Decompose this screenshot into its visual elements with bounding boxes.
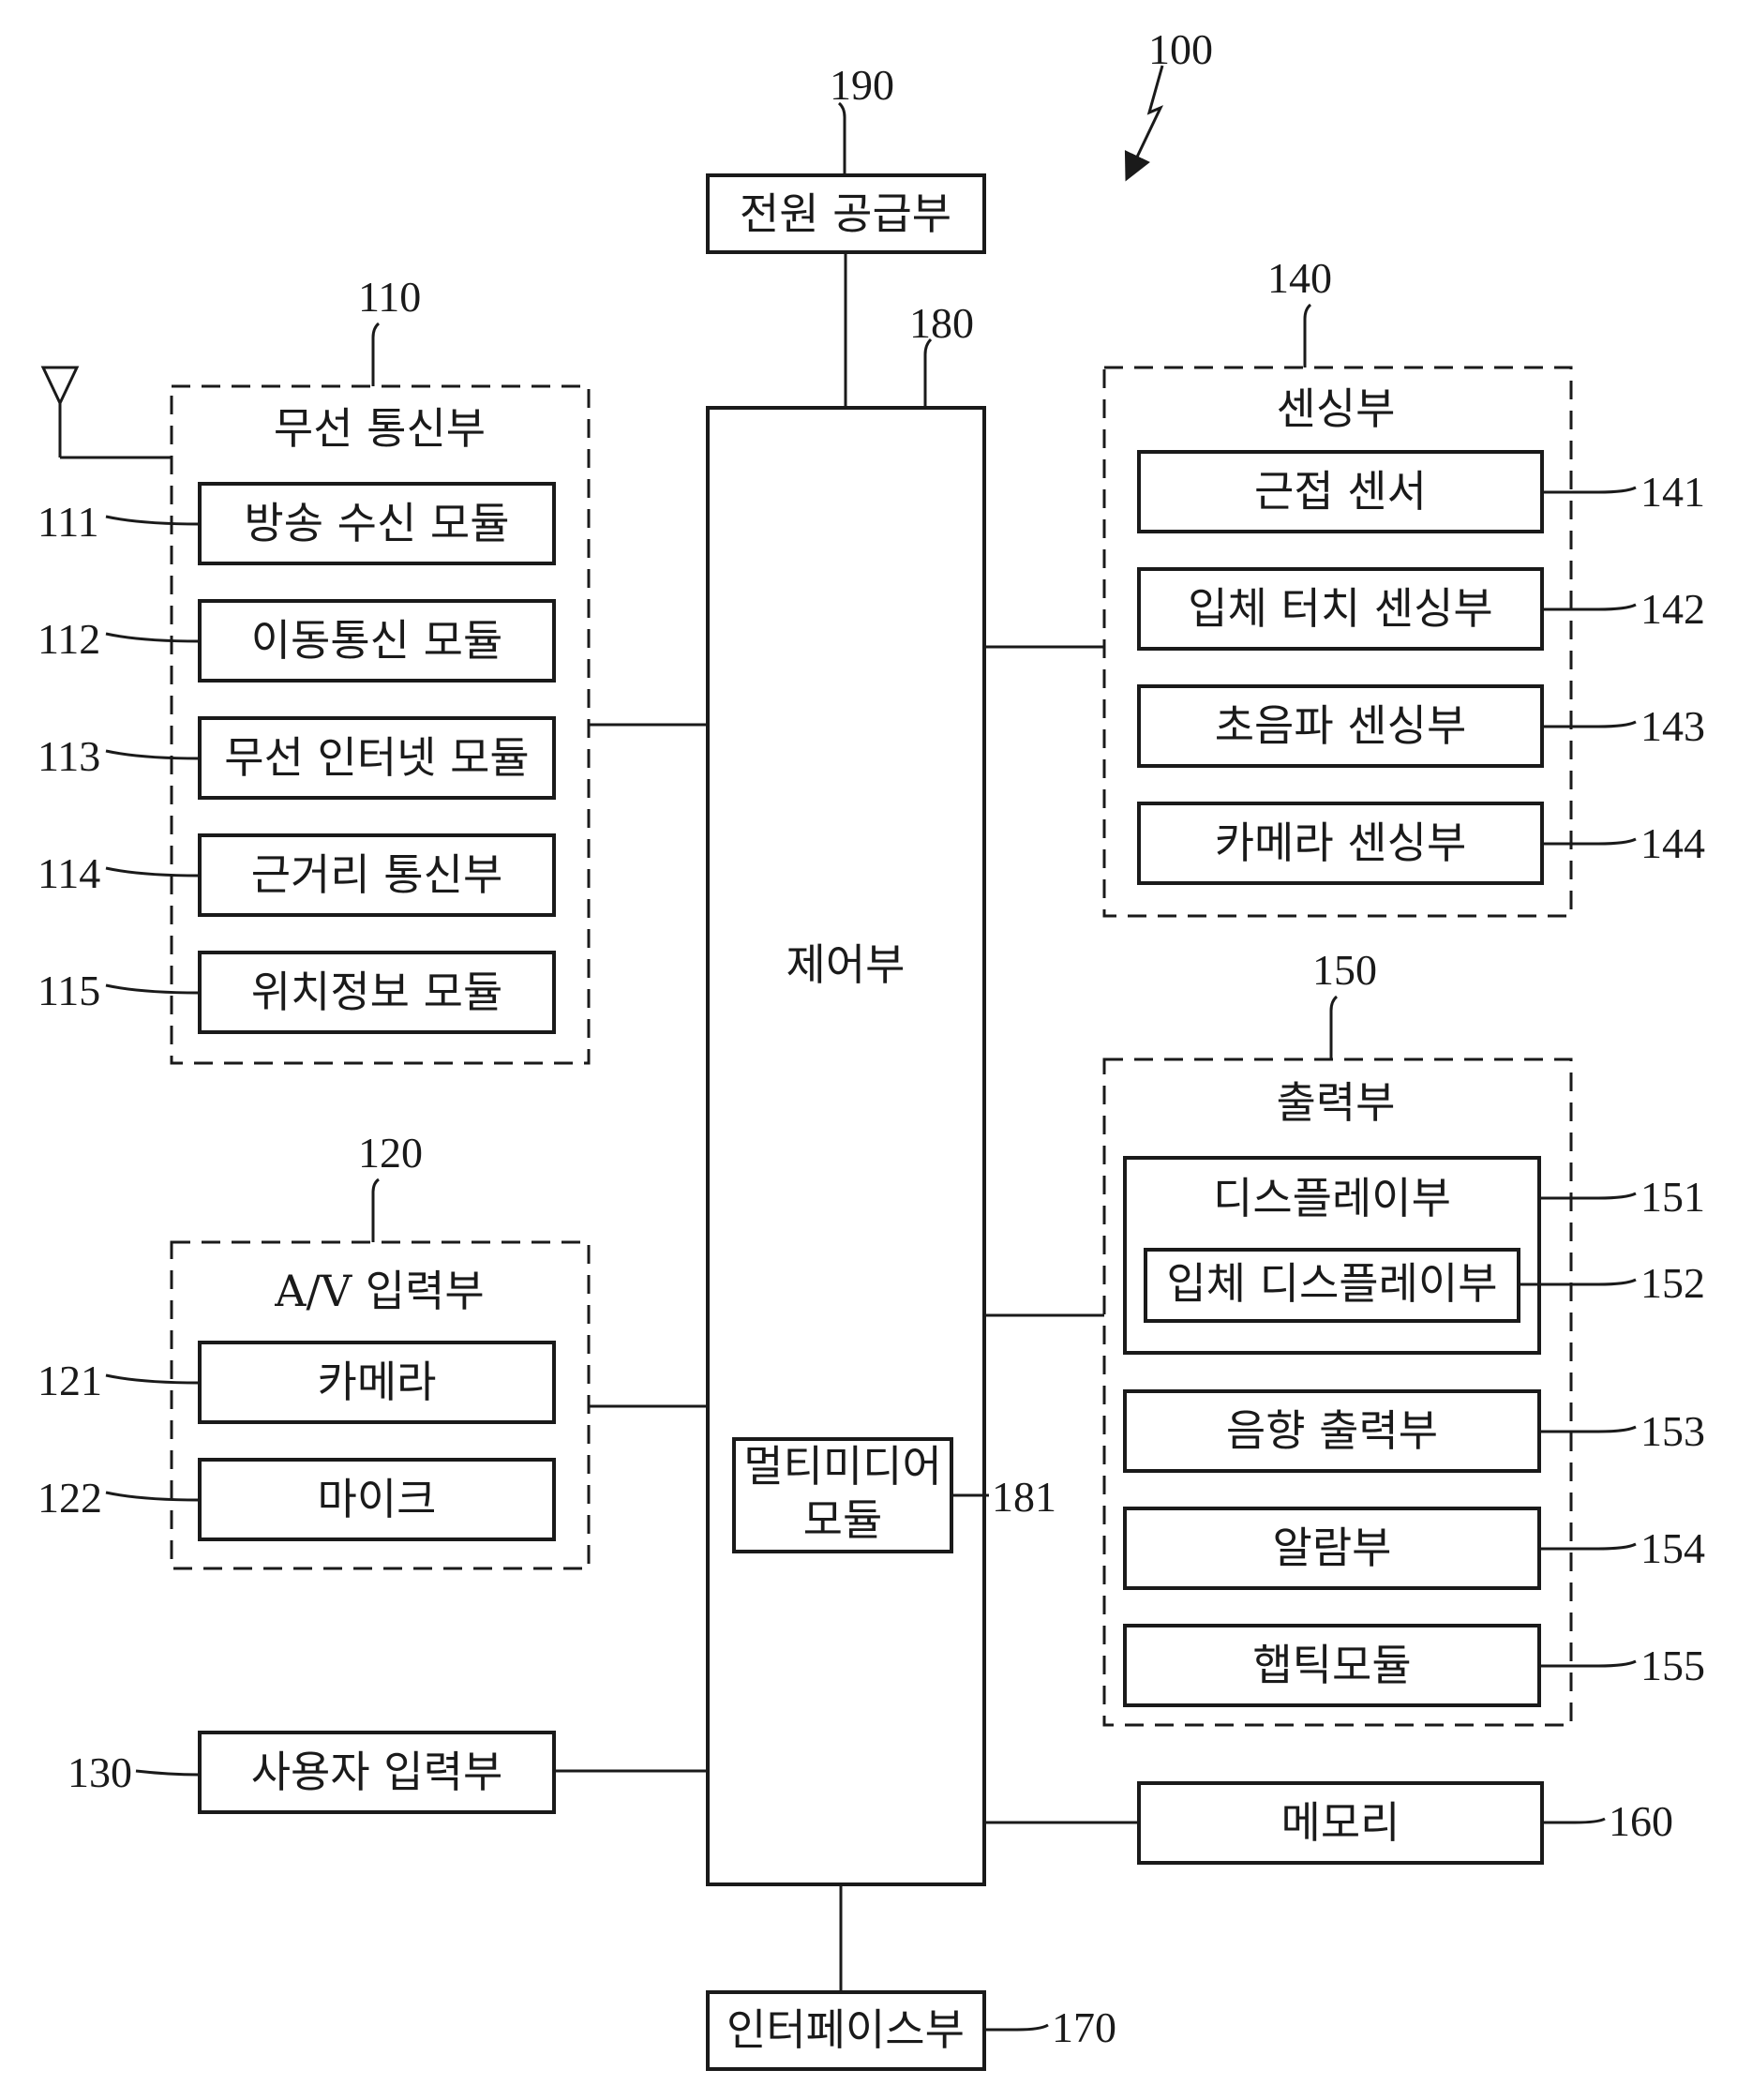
leader-113 (106, 751, 200, 758)
ref-153: 153 (1640, 1407, 1705, 1455)
leader-144 (1542, 839, 1636, 844)
ultrasonic-sensing-label: 초음파 센싱부 (1215, 700, 1467, 751)
leader-154 (1539, 1544, 1636, 1549)
output-ref: 150 (1312, 946, 1377, 994)
multimedia-label-line1: 멀티미디어 (743, 1441, 942, 1492)
broadcast-module-label: 방송 수신 모듈 (244, 498, 509, 548)
sensing-ref: 140 (1267, 254, 1332, 302)
output-unit-leader (1331, 997, 1337, 1059)
leader-160 (1542, 1819, 1605, 1822)
figure-ref-arrow (1131, 66, 1162, 169)
ref-115: 115 (37, 967, 100, 1014)
leader-142 (1542, 605, 1636, 609)
microphone-label: 마이크 (318, 1474, 437, 1524)
ref-112: 112 (37, 615, 100, 663)
leader-121 (106, 1375, 200, 1383)
wireless-unit-group (172, 386, 589, 1063)
sensing-unit-leader (1305, 305, 1310, 368)
leader-151 (1539, 1193, 1636, 1198)
leader-141 (1542, 488, 1636, 492)
av-input-title: A/V 입력부 (274, 1266, 485, 1316)
wireless-ref: 110 (358, 273, 421, 321)
wireless-title: 무선 통신부 (274, 403, 486, 454)
ref-130: 130 (67, 1748, 132, 1796)
stereo-display-label: 입체 디스플레이부 (1166, 1258, 1497, 1309)
multimedia-ref: 181 (992, 1473, 1056, 1521)
ref-114: 114 (37, 849, 100, 897)
ref-154: 154 (1640, 1524, 1705, 1572)
sound-output-label: 음향 출력부 (1226, 1405, 1438, 1456)
haptic-module-label: 햅틱모듈 (1252, 1640, 1411, 1690)
av-input-leader (373, 1179, 379, 1242)
ref-160: 160 (1609, 1797, 1673, 1845)
ref-155: 155 (1640, 1642, 1705, 1689)
wireless-internet-module-label: 무선 인터넷 모듈 (224, 732, 529, 783)
leader-155 (1539, 1661, 1636, 1666)
controller-label: 제어부 (786, 939, 906, 990)
ref-121: 121 (37, 1357, 102, 1404)
ref-111: 111 (37, 498, 99, 546)
antenna-icon (43, 368, 77, 403)
leader-114 (106, 868, 200, 876)
leader-143 (1542, 722, 1636, 727)
proximity-sensor-label: 근접 센서 (1254, 466, 1427, 517)
leader-115 (106, 985, 200, 993)
av-input-ref: 120 (358, 1129, 423, 1177)
power-label: 전원 공급부 (740, 188, 951, 239)
figure-ref-number: 100 (1148, 25, 1213, 73)
ref-122: 122 (37, 1474, 102, 1522)
controller-ref: 180 (909, 299, 974, 347)
camera-sensing-label: 카메라 센싱부 (1215, 818, 1467, 868)
power-supply-leader (839, 103, 845, 175)
ref-142: 142 (1640, 585, 1705, 633)
alarm-label: 알람부 (1273, 1522, 1392, 1573)
ref-152: 152 (1640, 1259, 1705, 1307)
memory-label: 메모리 (1281, 1797, 1400, 1848)
camera-label: 카메라 (318, 1357, 437, 1407)
ref-151: 151 (1640, 1173, 1705, 1221)
leader-130 (136, 1771, 200, 1775)
leader-111 (106, 517, 200, 524)
short-range-comm-label: 근거리 통신부 (251, 849, 503, 900)
leader-170 (984, 2025, 1048, 2030)
ref-141: 141 (1640, 468, 1705, 516)
ref-113: 113 (37, 732, 100, 780)
leader-122 (106, 1492, 200, 1500)
controller-box (708, 408, 984, 1884)
leader-152 (1519, 1280, 1636, 1284)
location-module-label: 위치정보 모듈 (251, 967, 503, 1017)
display-label: 디스플레이부 (1213, 1173, 1451, 1223)
power-ref: 190 (830, 61, 894, 109)
stereo-touch-sensing-label: 입체 터치 센싱부 (1188, 583, 1492, 634)
multimedia-label-line2: 모듈 (803, 1494, 883, 1545)
leader-153 (1539, 1427, 1636, 1432)
wireless-unit-leader (373, 323, 379, 386)
sensing-title: 센싱부 (1277, 383, 1396, 434)
user-input-label: 사용자 입력부 (251, 1747, 503, 1797)
mobile-comm-module-label: 이동통신 모듈 (251, 615, 503, 666)
output-title: 출력부 (1277, 1077, 1396, 1128)
controller-leader (925, 339, 931, 408)
ref-170: 170 (1052, 2003, 1116, 2051)
ref-144: 144 (1640, 819, 1705, 867)
leader-112 (106, 634, 200, 641)
interface-label: 인터페이스부 (726, 2004, 965, 2055)
ref-143: 143 (1640, 702, 1705, 750)
